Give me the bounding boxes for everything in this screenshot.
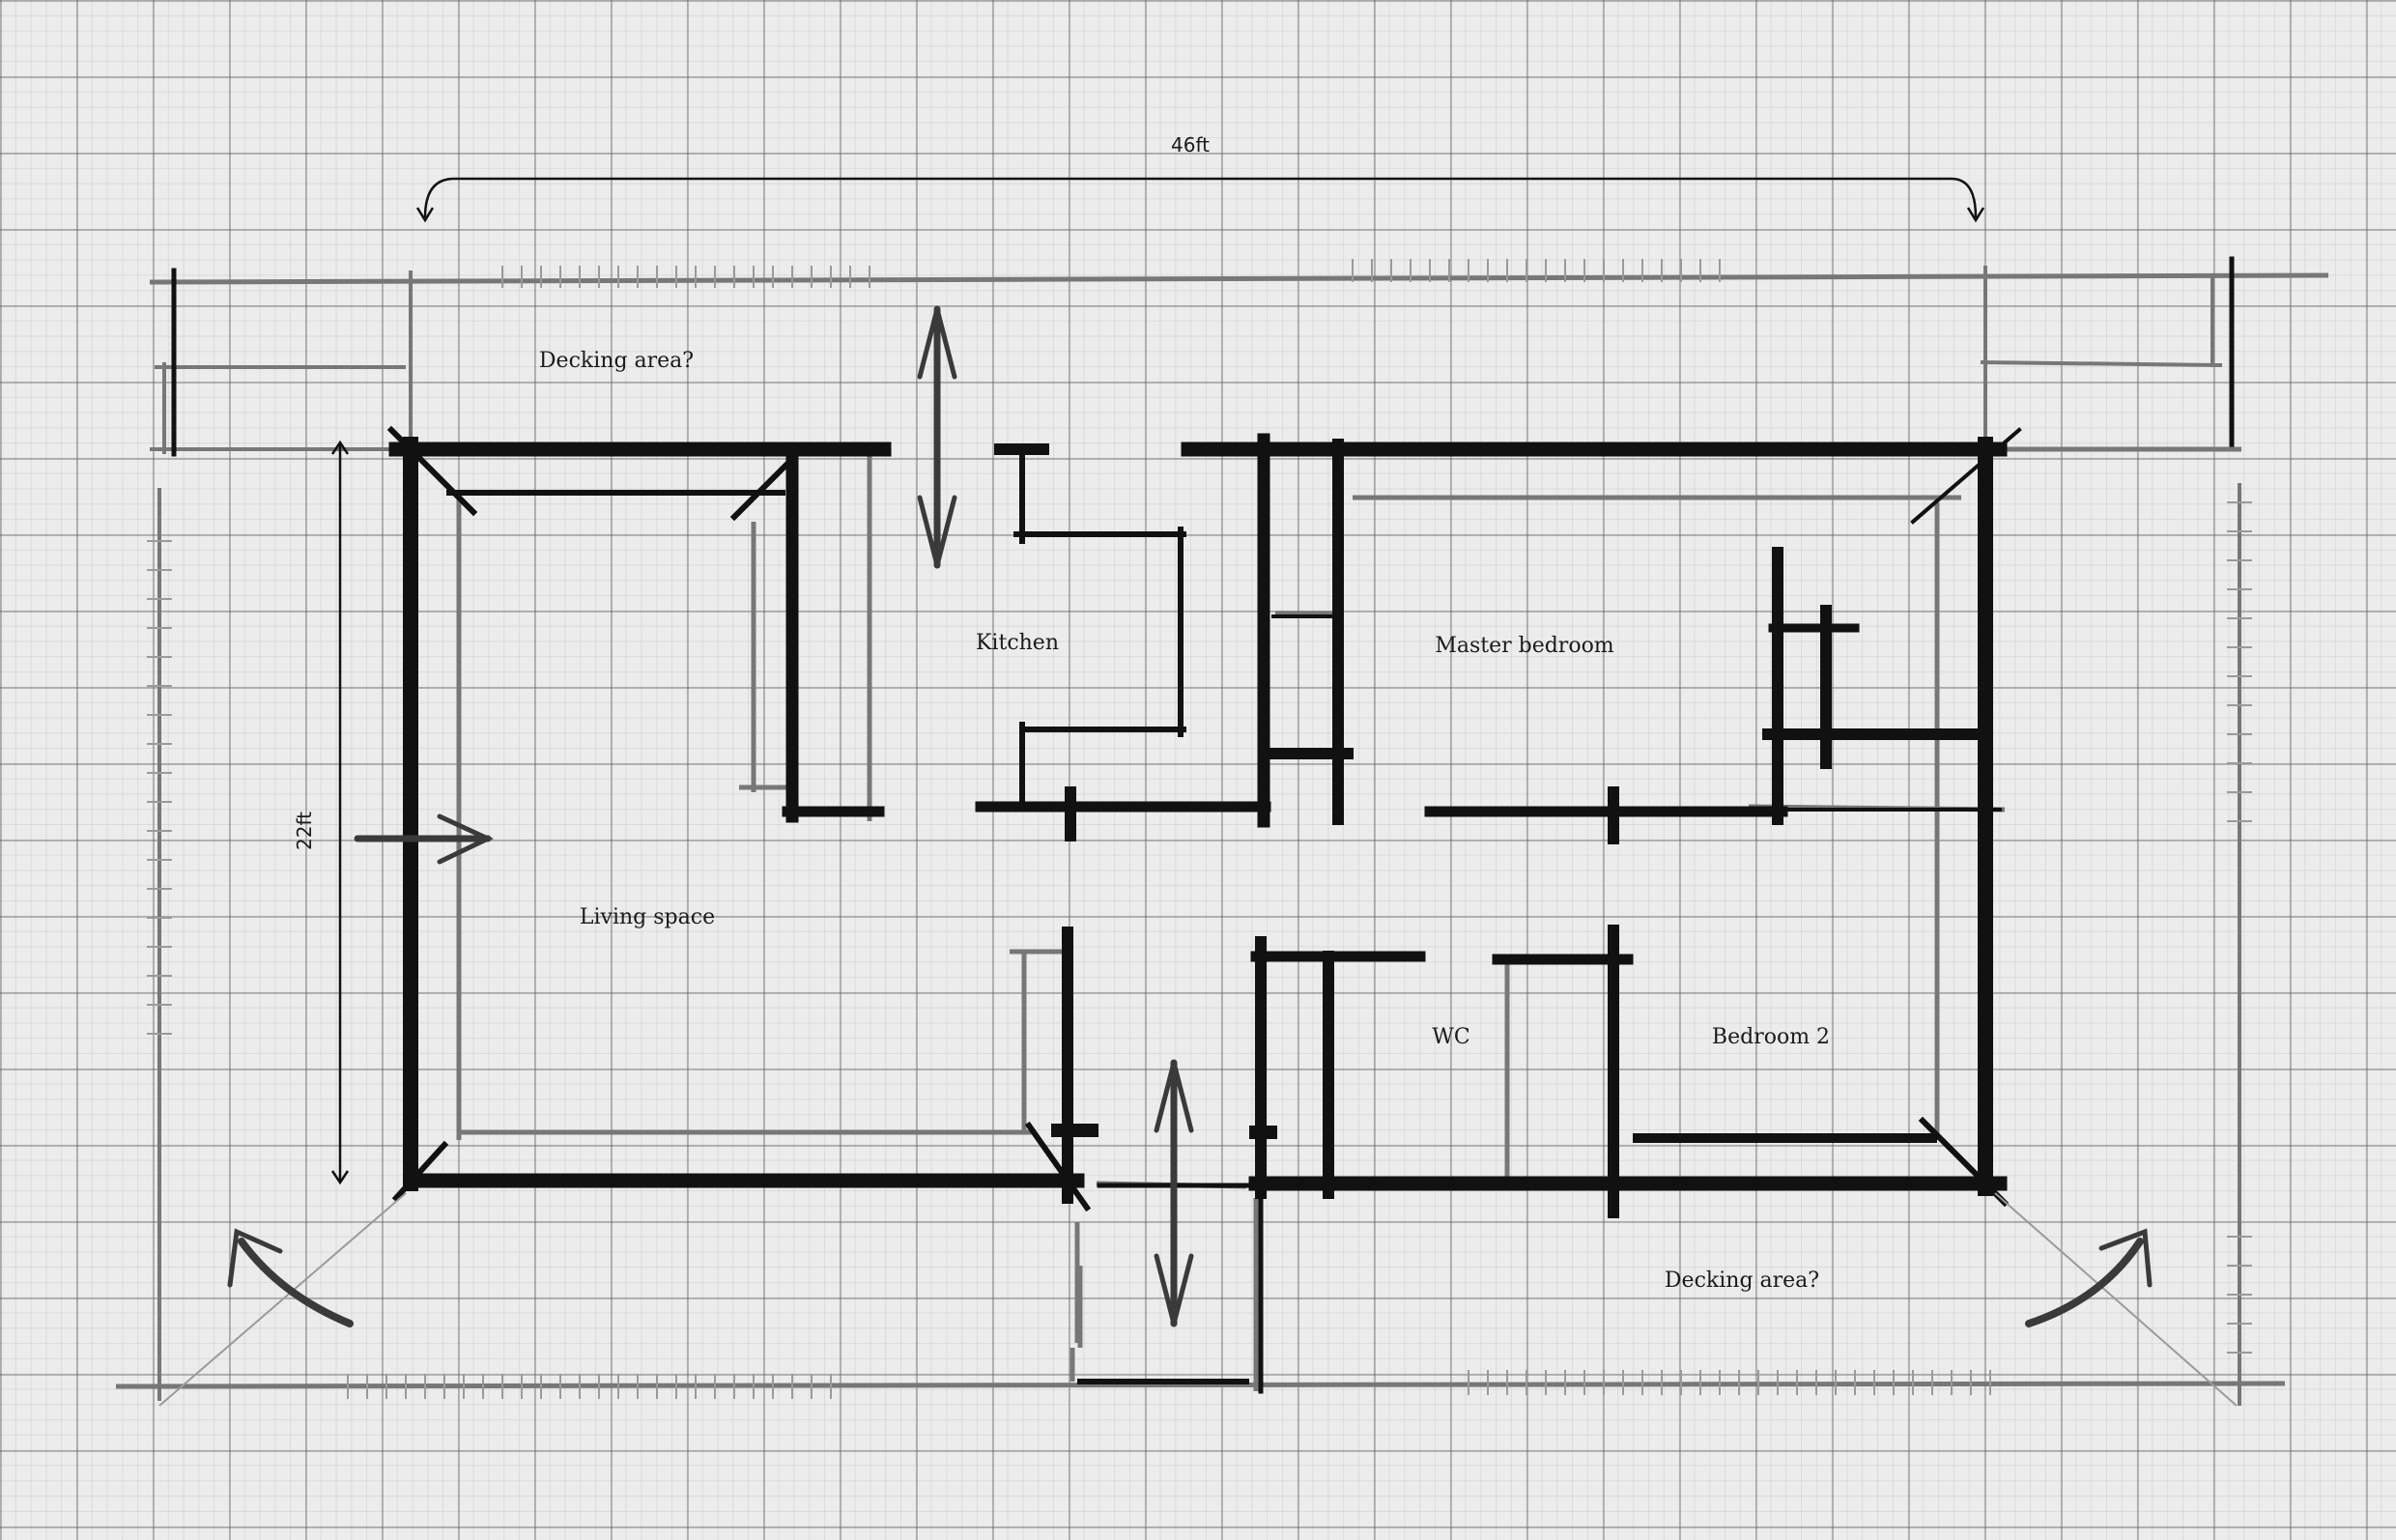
width-arrow-left-icon	[415, 207, 435, 223]
label-master-bedroom: Master bedroom	[1435, 634, 1613, 658]
room-labels: Decking area? Kitchen Master bedroom Liv…	[539, 349, 1830, 1293]
arrows	[227, 305, 2153, 1327]
label-living-space: Living space	[580, 905, 715, 929]
left-entry-arrow-icon	[354, 813, 494, 865]
height-dimension: 22ft	[293, 440, 350, 1185]
corner-guides	[158, 1192, 2238, 1407]
bottom-double-arrow-icon	[1154, 1059, 1194, 1327]
label-decking-top: Decking area?	[539, 349, 694, 373]
width-arrow-right-icon	[1966, 207, 1985, 223]
label-bedroom-2: Bedroom 2	[1712, 1025, 1830, 1049]
width-dimension: 46ft	[415, 133, 1985, 223]
label-wc: WC	[1432, 1025, 1469, 1049]
top-double-arrow-icon	[917, 305, 957, 569]
width-label: 46ft	[1171, 133, 1210, 157]
width-dimension-line	[423, 177, 1978, 218]
label-kitchen: Kitchen	[976, 631, 1059, 655]
curved-arrow-left-icon	[227, 1228, 354, 1327]
label-decking-bottom: Decking area?	[1665, 1269, 1819, 1293]
height-arrow-top-icon	[330, 440, 350, 455]
height-arrow-bottom-icon	[330, 1170, 350, 1185]
decking-outline	[115, 256, 2329, 1406]
height-label: 22ft	[293, 812, 316, 850]
curved-arrow-right-icon	[2025, 1228, 2153, 1327]
